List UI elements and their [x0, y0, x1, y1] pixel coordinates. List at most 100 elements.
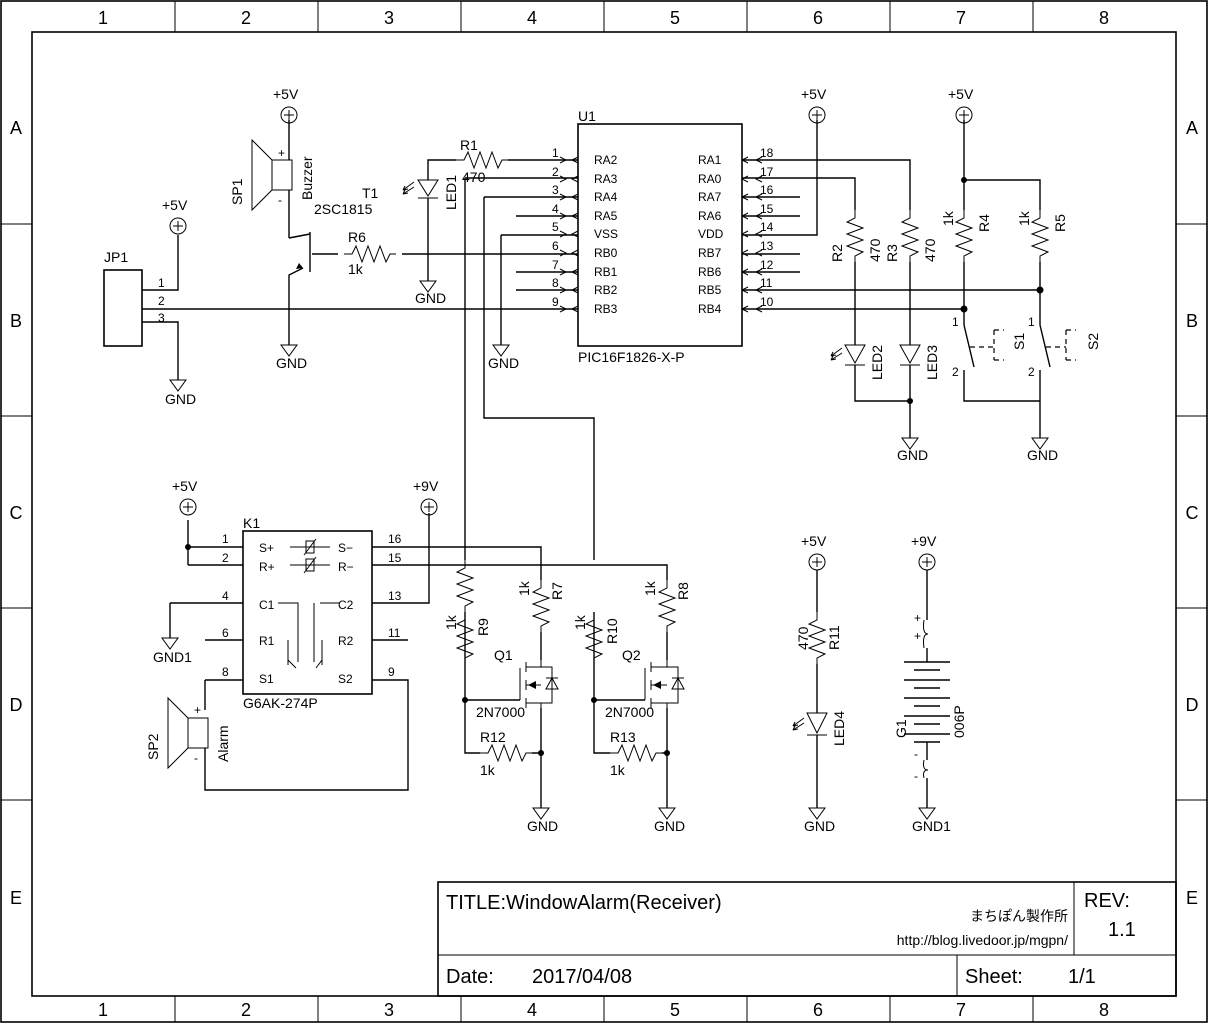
u1-pin-name: RA3	[594, 172, 618, 186]
u1-pin-io-mark	[740, 175, 763, 183]
r11-value: 470	[795, 626, 811, 650]
q1-part: 2N7000	[476, 704, 525, 720]
u1-pin-io-mark	[559, 156, 579, 164]
svg-text:C2: C2	[338, 598, 354, 612]
resistor-r6: R6 1k	[343, 229, 397, 277]
sp2-label: SP2	[145, 733, 161, 760]
r4-value: 1k	[940, 210, 956, 226]
u1-pin-number: 18	[760, 146, 774, 160]
u1-pin-number: 8	[552, 276, 559, 290]
u1-pin-name: RB4	[698, 302, 722, 316]
frame-column-labels: 1 2 3 4 5 6 7 8 1 2 3 4 5 6 7 8	[98, 8, 1109, 1020]
title-text: TITLE:WindowAlarm(Receiver)	[446, 892, 722, 914]
u1-pin-io-mark	[740, 212, 763, 220]
u1-pin-io-mark	[740, 230, 763, 238]
r6-value: 1k	[348, 261, 364, 277]
u1-pin-number: 17	[760, 165, 774, 179]
resistor-r2: R2 470	[829, 209, 883, 263]
r2-label: R2	[829, 244, 845, 262]
frame-row-labels: A B C D E A B C D E	[10, 118, 1199, 908]
svg-text:+: +	[278, 146, 285, 160]
resistor-r8: 1k R8	[642, 579, 691, 633]
led-led1: LED1	[402, 175, 459, 210]
led4-label: LED4	[831, 711, 847, 746]
power-label: +5V	[801, 533, 827, 549]
col-label-bottom: 2	[241, 1000, 251, 1020]
svg-text:+: +	[914, 629, 921, 643]
r10-label: R10	[604, 618, 620, 644]
r3-value: 470	[922, 238, 938, 262]
svg-text:15: 15	[388, 551, 402, 565]
u1-pin-number: 10	[760, 295, 774, 309]
r8-label: R8	[675, 582, 691, 600]
power-label: +9V	[413, 478, 439, 494]
r3-label: R3	[884, 244, 900, 262]
resistor-r4: 1k R4	[940, 209, 992, 263]
led3-label: LED3	[924, 345, 940, 380]
r2-value: 470	[867, 238, 883, 262]
ground-symbols: GND GND GND GND GND GND GND1 GND GND GND…	[153, 280, 1058, 834]
u1-pin-io-mark	[559, 230, 579, 238]
u1-pin-name: RA1	[698, 153, 722, 167]
u1-pin-io-mark	[740, 193, 763, 201]
svg-text:2: 2	[1028, 365, 1035, 379]
ground-label: GND1	[153, 649, 192, 665]
col-label-top: 1	[98, 8, 108, 28]
resistor-r7: 1k R7	[516, 579, 565, 633]
r13-value: 1k	[610, 762, 626, 778]
r9-label: R9	[475, 618, 491, 636]
sp1-label: SP1	[229, 178, 245, 205]
u1-part: PIC16F1826-X-P	[578, 349, 685, 365]
svg-text:6: 6	[222, 626, 229, 640]
u1-pin-number: 11	[760, 276, 773, 290]
power-label: +5V	[162, 197, 188, 213]
u1-pin-number: 16	[760, 183, 774, 197]
u1-pin-io-mark	[559, 249, 579, 257]
led-led2: LED2	[830, 344, 885, 380]
u1-pin-name: RB3	[594, 302, 618, 316]
col-label-top: 2	[241, 8, 251, 28]
mosfet-q1: Q1 2N7000	[476, 647, 559, 720]
resistor-r12: R12 1k	[479, 729, 533, 778]
r11-label: R11	[826, 625, 842, 650]
resistor-r13: R13 1k	[609, 729, 663, 778]
row-label-right: D	[1186, 695, 1199, 715]
led2-label: LED2	[869, 345, 885, 380]
row-label-right: E	[1186, 888, 1198, 908]
u1-pin-io-mark	[559, 175, 579, 183]
svg-text:13: 13	[388, 589, 402, 603]
sheet-value: 1/1	[1068, 966, 1096, 988]
u1-pin-number: 9	[552, 295, 559, 309]
svg-text:S−: S−	[338, 541, 353, 555]
u1-pin-name: RA7	[698, 190, 722, 204]
u1-right-pins: 18RA117RA016RA715RA614VDD13RB712RB611RB5…	[698, 146, 774, 316]
url-text: http://blog.livedoor.jp/mgpn/	[897, 932, 1068, 948]
r4-label: R4	[976, 214, 992, 232]
jp1-label: JP1	[104, 249, 128, 265]
s2-label: S2	[1085, 333, 1101, 350]
row-label-right: A	[1186, 118, 1198, 138]
u1-pin-io-mark	[559, 305, 579, 313]
u1-pin-name: RB6	[698, 265, 722, 279]
col-label-bottom: 3	[384, 1000, 394, 1020]
switch-s1: 1 2 S1	[952, 315, 1027, 379]
u1-pin-name: RB5	[698, 283, 722, 297]
t1-label: T1	[362, 185, 379, 201]
date-label: Date:	[446, 966, 494, 988]
svg-text:-: -	[278, 193, 282, 207]
u1-pin-number: 15	[760, 202, 774, 216]
alarm-label: Alarm	[215, 725, 231, 762]
resistor-r11: 470 R11	[795, 611, 842, 665]
buzzer-label: Buzzer	[299, 156, 315, 200]
svg-text:-: -	[194, 751, 198, 765]
col-label-top: 3	[384, 8, 394, 28]
resistor-r1: R1 470	[455, 137, 509, 185]
u1-pin-number: 1	[552, 146, 559, 160]
r10-value: 1k	[572, 614, 588, 630]
resistor-r5: 1k R5	[1016, 209, 1068, 263]
svg-text:1: 1	[952, 315, 959, 329]
u1-pin-name: RA4	[594, 190, 618, 204]
u1-pin-number: 12	[760, 258, 774, 272]
svg-text:+: +	[194, 703, 201, 717]
